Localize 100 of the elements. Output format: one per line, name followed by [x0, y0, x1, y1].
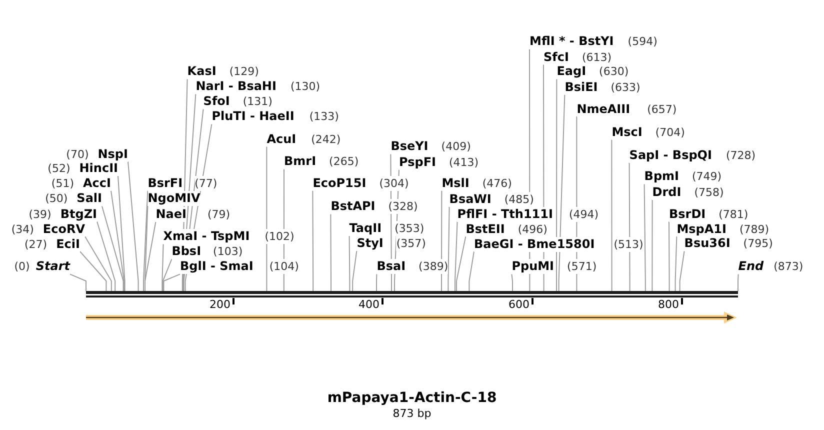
enzyme-name: NgoMIV: [148, 191, 200, 206]
leader-line: [266, 146, 268, 292]
leader-line: [448, 206, 450, 292]
position-label: (39): [28, 206, 52, 222]
position-label: (104): [269, 259, 299, 274]
enzyme-name: AcuI: [266, 132, 296, 147]
enzyme-name: BsaI: [376, 259, 406, 274]
enzyme-name: TaqII: [349, 221, 382, 236]
position-label: (571): [567, 259, 597, 274]
leader-line: [668, 221, 670, 292]
leader-line: [511, 274, 513, 292]
position-label: (0): [14, 259, 30, 274]
enzyme-name: MspA1I: [676, 222, 726, 236]
leader-line: [611, 139, 612, 292]
enzyme-name: BbsI: [172, 244, 202, 260]
position-label: (496): [518, 222, 548, 236]
enzyme-name: BtgZI: [60, 206, 97, 222]
position-label: (795): [743, 236, 773, 252]
position-label: (51): [51, 176, 74, 191]
enzyme-name: EciI: [56, 236, 80, 252]
position-label: (781): [718, 206, 748, 222]
leader-line: [348, 236, 350, 292]
position-label: (476): [482, 176, 512, 191]
enzyme-name: EcoP15I: [312, 176, 366, 191]
position-label: (242): [311, 132, 341, 147]
position-label: (657): [647, 102, 677, 116]
leader-line: [352, 250, 358, 292]
leader-line: [468, 251, 474, 292]
position-label: (103): [213, 244, 243, 260]
leader-line: [558, 94, 566, 292]
leader-line: [312, 190, 314, 292]
leader-line: [162, 258, 172, 292]
position-label: (413): [448, 154, 479, 170]
enzyme-name: PpuMI: [512, 259, 554, 274]
position-label: (873): [774, 259, 804, 274]
leader-line: [556, 78, 558, 292]
position-label: (704): [655, 124, 685, 140]
leader-line: [163, 274, 180, 292]
enzyme-name: BsrFI: [148, 176, 183, 191]
sequence-bar: [86, 291, 738, 298]
leader-line: [652, 199, 653, 292]
leader-line: [84, 236, 112, 292]
position-label: (594): [628, 34, 658, 50]
position-label: (77): [194, 176, 218, 191]
position-label: (133): [309, 109, 339, 124]
leader-line: [376, 274, 378, 292]
position-label: (130): [290, 79, 320, 94]
position-label: (79): [207, 207, 230, 222]
leader-line: [738, 274, 739, 292]
tick-label: 800: [658, 298, 679, 310]
leader-line: [96, 221, 116, 292]
leader-line: [80, 251, 107, 292]
enzyme-name: NaeI: [156, 207, 186, 222]
position-label: (131): [242, 94, 272, 110]
position-label: (758): [694, 184, 724, 200]
position-label: (34): [11, 222, 34, 236]
position-label: (265): [329, 154, 359, 170]
position-label: (494): [568, 206, 599, 222]
leader-line: [456, 236, 466, 292]
position-label: (513): [614, 236, 644, 252]
position-label: (304): [379, 176, 409, 191]
position-label: (485): [504, 192, 534, 206]
position-label: (328): [388, 199, 418, 214]
leader-line: [102, 206, 124, 292]
tick-label: 600: [508, 298, 530, 310]
enzyme-name: SapI - BspQI: [629, 148, 712, 162]
enzyme-name: NmeAIII: [576, 102, 630, 116]
position-label: (129): [229, 64, 259, 80]
position-label: (409): [441, 139, 471, 154]
enzyme-name: AccI: [83, 176, 111, 191]
position-label: (630): [599, 64, 629, 80]
tick-label: 200: [210, 298, 230, 310]
position-label: (613): [582, 50, 612, 65]
leader-line: [644, 184, 646, 292]
enzyme-name: EcoRV: [42, 222, 85, 236]
position-label: (27): [24, 236, 48, 252]
enzyme-name: BsiEI: [564, 80, 598, 95]
enzyme-name: StyI: [356, 236, 384, 251]
leader-line: [454, 221, 458, 292]
enzyme-name: BglI - SmaI: [180, 259, 254, 274]
enzyme-name: PspFI: [399, 154, 436, 170]
leader-line: [330, 214, 332, 292]
leader-line: [128, 161, 139, 292]
leader-line: [628, 162, 630, 292]
position-label: (357): [396, 236, 426, 251]
sequence-length: 873 bp: [392, 407, 432, 420]
position-label: (70): [66, 146, 89, 162]
enzyme-name: DrdI: [652, 184, 682, 200]
position-label: (353): [394, 221, 424, 236]
enzyme-name: PflFI - Tth111I: [457, 206, 553, 222]
position-label: (749): [692, 169, 722, 184]
enzyme-name: MslI: [442, 176, 470, 191]
enzyme-name: NspI: [98, 146, 128, 162]
leader-line: [162, 244, 164, 292]
position-label: (633): [610, 80, 640, 95]
enzyme-name: MscI: [612, 124, 642, 140]
leader-line: [118, 176, 126, 292]
position-label: (389): [418, 259, 448, 274]
position-label: (52): [48, 161, 70, 176]
enzyme-name: BstEII: [466, 222, 505, 236]
